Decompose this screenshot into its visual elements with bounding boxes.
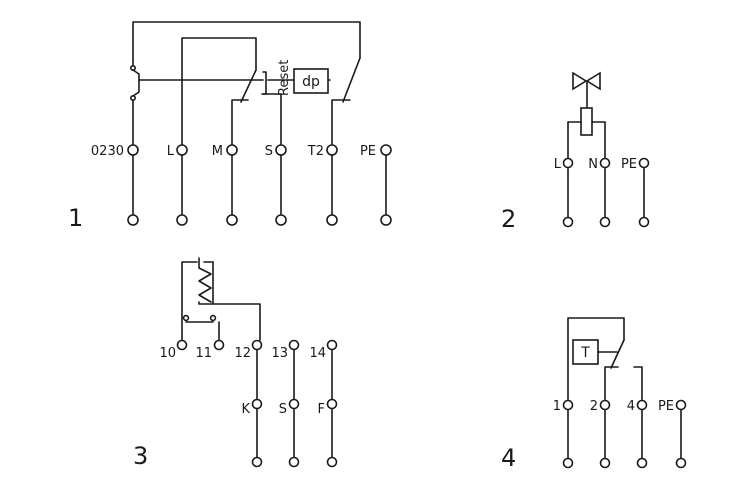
- label-4: 4: [627, 399, 635, 414]
- heater-zigzag-icon: [198, 257, 212, 303]
- diagram-1: 1 Reset dp: [68, 21, 392, 232]
- label-PE: PE: [621, 157, 637, 172]
- terminal-0230: [127, 144, 139, 156]
- terminal-F: [326, 398, 338, 410]
- label-S: S: [279, 402, 287, 417]
- label-F: F: [318, 402, 325, 417]
- label-M: M: [212, 144, 223, 159]
- diagram-4: 4 T 1 2 4 PE: [501, 317, 687, 472]
- diagram-2: 2 L N PE: [501, 71, 650, 233]
- label-14: 14: [309, 346, 326, 361]
- wire-12: [198, 301, 261, 341]
- label-0230: 0230: [91, 144, 124, 159]
- wire-L: [181, 37, 257, 148]
- wire-M: [231, 99, 249, 148]
- terminal-S: [275, 144, 287, 156]
- wire-T2: [331, 99, 351, 148]
- terminal-PE: [638, 157, 650, 169]
- label-L: L: [554, 157, 562, 172]
- terminal-4: [636, 399, 648, 411]
- diagram-3-number: 3: [133, 442, 148, 470]
- terminal-T2: [326, 144, 338, 156]
- terminal-11: [213, 339, 225, 351]
- wire-S: [261, 93, 282, 148]
- terminal-S: [288, 398, 300, 410]
- terminal-10: [176, 339, 188, 351]
- label-S: S: [265, 144, 273, 159]
- terminal-L: [562, 157, 574, 169]
- terminal-K: [251, 398, 263, 410]
- diagram-4-number: 4: [501, 444, 516, 472]
- label-K: K: [241, 402, 250, 417]
- label-L: L: [167, 144, 175, 159]
- label-11: 11: [195, 346, 212, 361]
- wire-frame: [567, 317, 625, 401]
- terminal-L: [176, 144, 188, 156]
- label-12: 12: [234, 346, 251, 361]
- dp-label: dp: [302, 74, 320, 90]
- wire-2: [604, 366, 619, 401]
- wire-4: [633, 366, 643, 401]
- terminal-2: [599, 399, 611, 411]
- terminal-PE: [675, 399, 687, 411]
- terminal-14: [326, 339, 338, 351]
- terminal-M: [226, 144, 238, 156]
- diagram-2-number: 2: [501, 205, 516, 233]
- terminal-12: [251, 339, 263, 351]
- dp-box: [293, 68, 329, 94]
- label-1: 1: [553, 399, 561, 414]
- solenoid-coil: [580, 107, 593, 136]
- terminal-N: [599, 157, 611, 169]
- thermostat-label: T: [580, 345, 590, 361]
- diagram-1-number: 1: [68, 204, 83, 232]
- diagram-3: 3 10 11 12 13 14 K S F: [133, 257, 338, 470]
- label-10: 10: [159, 346, 176, 361]
- reset-label: Reset: [277, 60, 292, 96]
- label-PE: PE: [360, 144, 376, 159]
- label-T2: T2: [307, 144, 324, 159]
- contact-left: [132, 69, 140, 97]
- label-13: 13: [271, 346, 288, 361]
- label-2: 2: [590, 399, 598, 414]
- wire-frame-left: [181, 261, 198, 319]
- wire-top-loop: [132, 21, 361, 61]
- valve-icon: [572, 71, 588, 91]
- terminal-13: [288, 339, 300, 351]
- label-N: N: [588, 157, 598, 172]
- label-PE: PE: [658, 399, 674, 414]
- terminal-1: [562, 399, 574, 411]
- terminal-PE: [380, 144, 392, 156]
